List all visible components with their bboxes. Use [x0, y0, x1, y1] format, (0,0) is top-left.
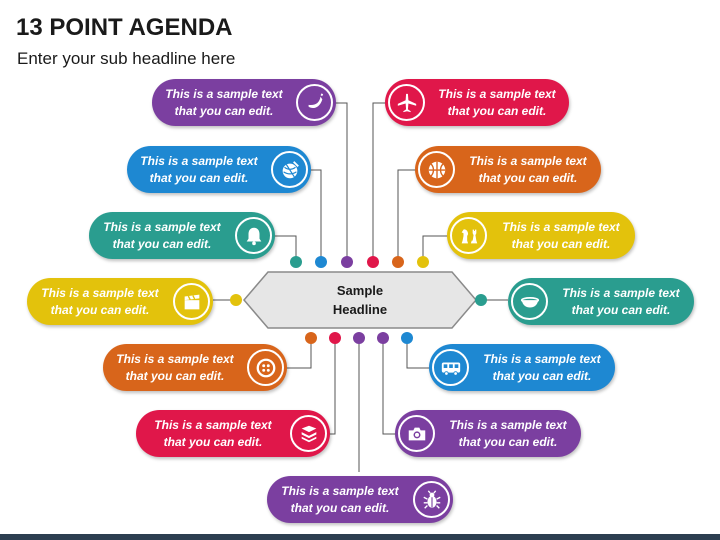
- airplane-icon: [388, 84, 425, 121]
- agenda-item-8[interactable]: This is a sample text that you can edit.: [385, 79, 569, 126]
- agenda-item-10-line1: This is a sample text: [502, 219, 620, 234]
- basketball-icon: [418, 151, 455, 188]
- dot-7: [353, 332, 365, 344]
- agenda-item-12-line1: This is a sample text: [483, 351, 601, 366]
- dot-3: [290, 256, 302, 268]
- button-icon: [247, 349, 284, 386]
- clapperboard-icon: [173, 283, 210, 320]
- connector-line-8: [372, 102, 390, 260]
- dot-9: [392, 256, 404, 268]
- connector-line-5: [282, 338, 312, 369]
- connector-line-10: [422, 235, 452, 260]
- page-title: 13 POINT AGENDA: [16, 14, 233, 41]
- dot-13: [377, 332, 389, 344]
- agenda-item-5-line1: This is a sample text: [116, 351, 234, 366]
- connector-line-3: [270, 235, 297, 260]
- hub-line-2: Headline: [332, 302, 388, 317]
- bowl-icon: [511, 283, 548, 320]
- connector-line-12: [406, 338, 431, 369]
- connector-line-9: [397, 169, 420, 260]
- agenda-item-5-line2: that you can edit.: [125, 368, 225, 383]
- dot-1: [341, 256, 353, 268]
- agenda-item-4[interactable]: This is a sample text that you can edit.: [27, 278, 213, 325]
- agenda-item-8-line2: that you can edit.: [447, 103, 547, 118]
- agenda-item-10[interactable]: This is a sample text that you can edit.: [447, 212, 635, 259]
- agenda-item-1-line2: that you can edit.: [174, 103, 274, 118]
- bus-icon: [432, 349, 469, 386]
- connector-line-13: [382, 338, 398, 435]
- chess-pieces-icon: [450, 217, 487, 254]
- connector-line-2: [306, 169, 322, 260]
- yarn-ball-icon: [271, 151, 308, 188]
- agenda-item-3[interactable]: This is a sample text that you can edit.: [89, 212, 275, 259]
- hub-headline[interactable]: Sample Headline: [244, 272, 476, 328]
- agenda-item-12-line2: that you can edit.: [492, 368, 592, 383]
- agenda-item-12[interactable]: This is a sample text that you can edit.: [429, 344, 615, 391]
- agenda-item-5[interactable]: This is a sample text that you can edit.: [103, 344, 287, 391]
- dot-6: [329, 332, 341, 344]
- agenda-item-10-line2: that you can edit.: [511, 236, 611, 251]
- dot-5: [305, 332, 317, 344]
- agenda-item-11[interactable]: This is a sample text that you can edit.: [508, 278, 694, 325]
- agenda-item-11-line2: that you can edit.: [571, 302, 671, 317]
- page-subtitle: Enter your sub headline here: [17, 49, 236, 68]
- agenda-item-13[interactable]: This is a sample text that you can edit.: [395, 410, 581, 457]
- books-icon: [290, 415, 327, 452]
- agenda-item-6[interactable]: This is a sample text that you can edit.: [136, 410, 330, 457]
- agenda-item-7-line1: This is a sample text: [281, 483, 399, 498]
- agenda-item-1[interactable]: This is a sample text that you can edit.: [152, 79, 336, 126]
- bell-icon: [235, 217, 272, 254]
- banana-icon: [296, 84, 333, 121]
- agenda-item-9-line1: This is a sample text: [469, 153, 587, 168]
- agenda-item-13-line1: This is a sample text: [449, 417, 567, 432]
- agenda-item-2-line1: This is a sample text: [140, 153, 258, 168]
- dot-4: [230, 294, 242, 306]
- agenda-item-6-line2: that you can edit.: [163, 434, 263, 449]
- bug-icon: [413, 481, 450, 518]
- agenda-item-3-line2: that you can edit.: [112, 236, 212, 251]
- dot-11: [475, 294, 487, 306]
- connector-line-6: [325, 338, 336, 435]
- agenda-item-4-line1: This is a sample text: [41, 285, 159, 300]
- agenda-item-13-line2: that you can edit.: [458, 434, 558, 449]
- agenda-item-9-line2: that you can edit.: [478, 170, 578, 185]
- agenda-item-3-line1: This is a sample text: [103, 219, 221, 234]
- camera-icon: [398, 415, 435, 452]
- dot-10: [417, 256, 429, 268]
- agenda-item-2-line2: that you can edit.: [149, 170, 249, 185]
- agenda-item-4-line2: that you can edit.: [50, 302, 150, 317]
- agenda-item-11-line1: This is a sample text: [562, 285, 680, 300]
- connector-line-1: [331, 102, 348, 260]
- agenda-item-8-line1: This is a sample text: [438, 86, 556, 101]
- dot-8: [367, 256, 379, 268]
- agenda-item-9[interactable]: This is a sample text that you can edit.: [415, 146, 601, 193]
- dot-2: [315, 256, 327, 268]
- dot-12: [401, 332, 413, 344]
- agenda-item-1-line1: This is a sample text: [165, 86, 283, 101]
- agenda-item-2[interactable]: This is a sample text that you can edit.: [127, 146, 311, 193]
- agenda-item-7-line2: that you can edit.: [290, 500, 390, 515]
- hub-line-1: Sample: [336, 283, 384, 298]
- agenda-item-7[interactable]: This is a sample text that you can edit.: [267, 476, 453, 523]
- footer-bar: [0, 534, 720, 540]
- agenda-item-6-line1: This is a sample text: [154, 417, 272, 432]
